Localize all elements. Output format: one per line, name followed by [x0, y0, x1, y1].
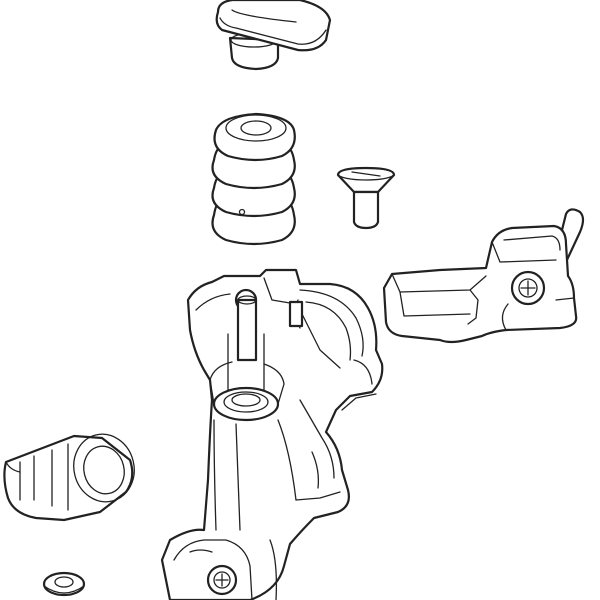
lever-blade — [382, 208, 585, 344]
countersunk-screw — [336, 166, 396, 230]
lever-body — [160, 268, 384, 600]
reach-adjust-knob — [215, 0, 332, 71]
hose-barb-cap — [3, 433, 135, 522]
bladder-spring — [211, 112, 296, 246]
washer — [42, 571, 86, 597]
